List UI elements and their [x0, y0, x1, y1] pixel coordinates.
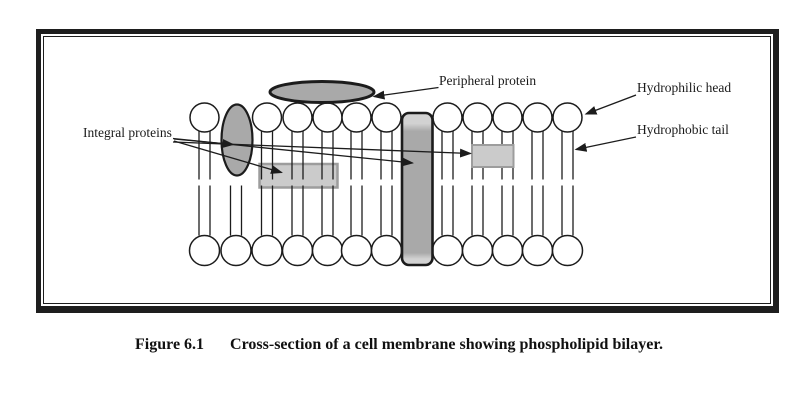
label-peripheral-protein: Peripheral protein [439, 73, 537, 88]
figure-caption-number: Figure 6.1 [135, 336, 205, 353]
label-integral-proteins: Integral proteins [83, 125, 172, 140]
label-hydrophilic-head: Hydrophilic head [637, 80, 732, 95]
figure-caption: Figure 6.1 Cross-section of a cell membra… [0, 336, 798, 354]
label-hydrophobic-tail: Hydrophobic tail [637, 122, 729, 137]
figure-frame [36, 29, 779, 313]
figure-frame-inner-border [43, 36, 771, 304]
figure-caption-text: Cross-section of a cell membrane showing… [230, 336, 663, 353]
